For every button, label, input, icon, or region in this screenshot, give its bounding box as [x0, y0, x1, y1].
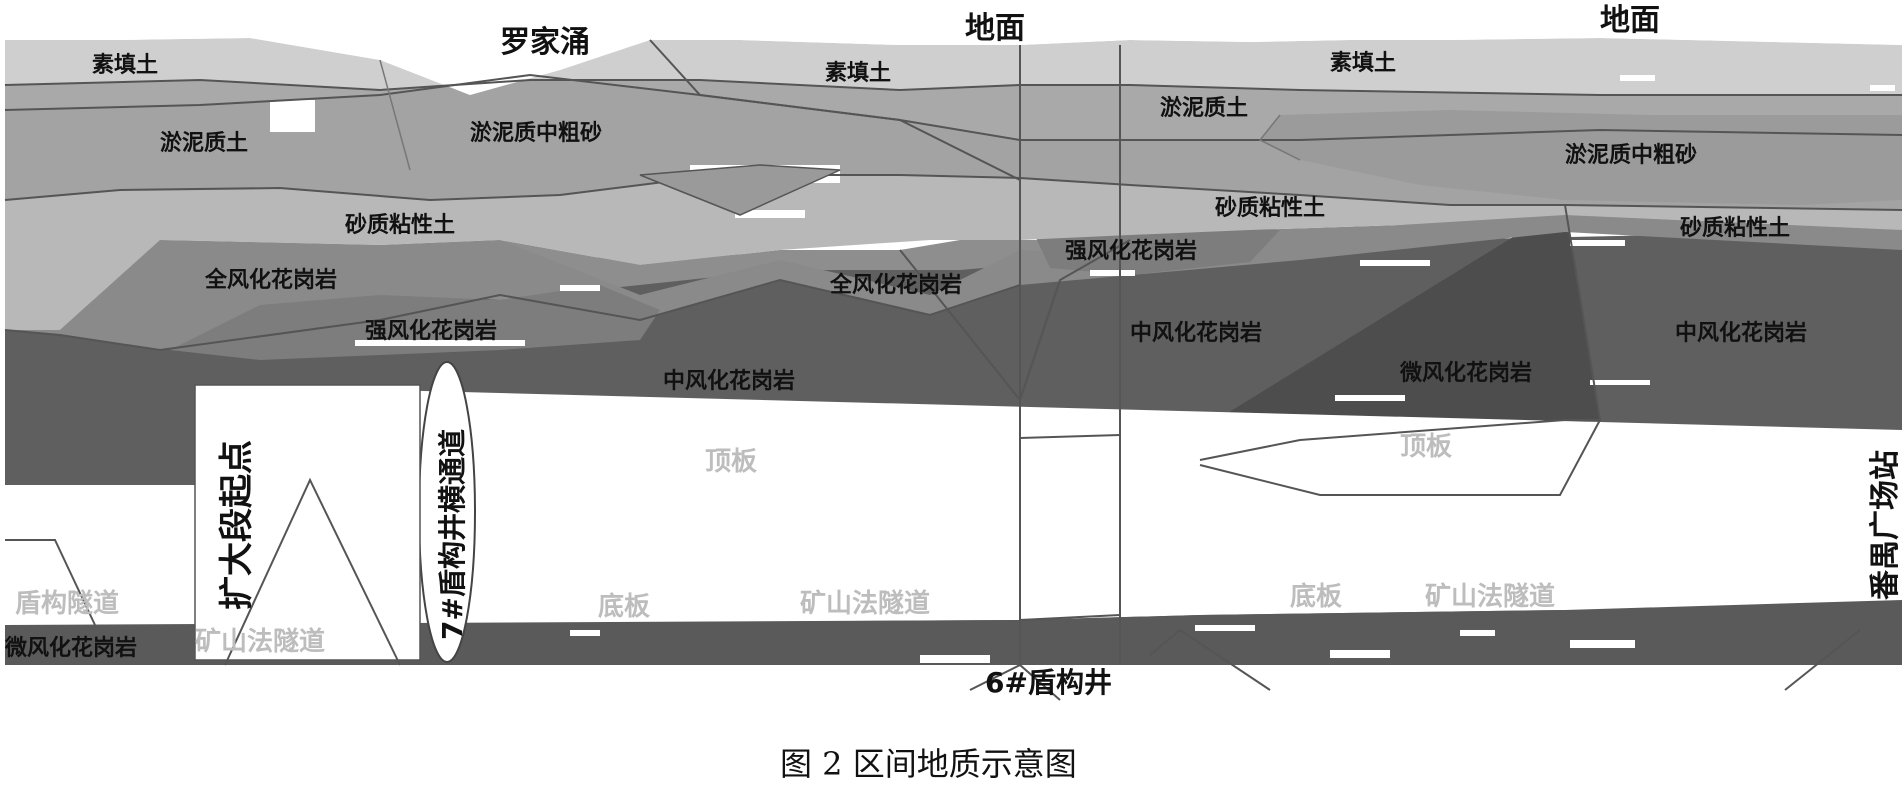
slight-weathered-right-label: 微风化花岗岩	[1399, 360, 1532, 386]
layer-slight-weathered-granite-right	[1200, 205, 1600, 440]
sandy-clay-right-label: 砂质粘性土	[1680, 215, 1790, 241]
sandy-clay-left-label: 砂质粘性土	[345, 212, 455, 238]
sandy-clay-mid-label: 砂质粘性土	[1215, 195, 1325, 221]
strong-weathered-left-label: 强风化花岗岩	[365, 318, 497, 344]
expansion-start-label: 扩大段起点	[217, 440, 257, 610]
layer-full-weathered-granite-upper	[5, 200, 1902, 350]
mining-tunnel-left-label: 矿山法隧道	[195, 626, 325, 657]
figure-caption: 图 2 区间地质示意图	[780, 745, 1077, 783]
slight-weathered-left-label: 微风化花岗岩	[4, 635, 137, 661]
roof-left-label: 顶板	[705, 447, 757, 477]
moderate-weathered-mid-label: 中风化花岗岩	[1130, 320, 1262, 346]
panyu-square-label: 番禺广场站	[1868, 450, 1902, 600]
silt-right-label: 淤泥质土	[1160, 95, 1248, 121]
clay-lens	[639, 164, 841, 216]
silty-sand-right-label: 淤泥质中粗砂	[1565, 142, 1697, 168]
layer-fill-soil	[5, 38, 1902, 95]
silt-left-label: 淤泥质土	[160, 130, 248, 156]
layer-silt-right	[1260, 110, 1902, 205]
tunnel-floor-rock	[5, 600, 1902, 665]
sky-area	[5, 0, 1902, 95]
shield-well-label: 6#盾构井	[985, 666, 1112, 699]
mining-tunnel-right-label: 矿山法隧道	[1425, 581, 1555, 612]
layer-strong-weathered-granite	[170, 285, 660, 360]
cross-passage-label: 7#盾构井横通道	[436, 429, 469, 640]
expansion-start-box	[194, 384, 421, 661]
full-weathered-mid-label: 全风化花岗岩	[829, 272, 962, 298]
luojiachong-label: 罗家涌	[500, 25, 590, 60]
full-weathered-left-label: 全风化花岗岩	[204, 267, 337, 293]
floor-left-label: 底板	[598, 591, 650, 622]
ground-left-label: 地面	[965, 11, 1025, 46]
mining-tunnel-mid-label: 矿山法隧道	[800, 588, 930, 619]
fill-soil-mid-label: 素填土	[825, 60, 891, 86]
strong-weathered-mid-label: 强风化花岗岩	[1065, 238, 1197, 264]
moderate-weathered-right-label: 中风化花岗岩	[1675, 320, 1807, 346]
fill-soil-right-label: 素填土	[1330, 50, 1396, 76]
layer-sandy-clay	[5, 175, 1902, 330]
roof-right-label: 顶板	[1400, 432, 1452, 462]
shield-tunnel-label: 盾构隧道	[15, 588, 119, 619]
floor-right-label: 底板	[1290, 581, 1342, 612]
ground-right-label: 地面	[1600, 3, 1660, 38]
fill-soil-left-label: 素填土	[92, 52, 158, 78]
tunnel-left-opening	[5, 485, 195, 625]
tunnel-opening	[195, 385, 1902, 625]
moderate-weathered-left-label: 中风化花岗岩	[663, 368, 795, 394]
silty-sand-left-label: 淤泥质中粗砂	[470, 120, 602, 146]
